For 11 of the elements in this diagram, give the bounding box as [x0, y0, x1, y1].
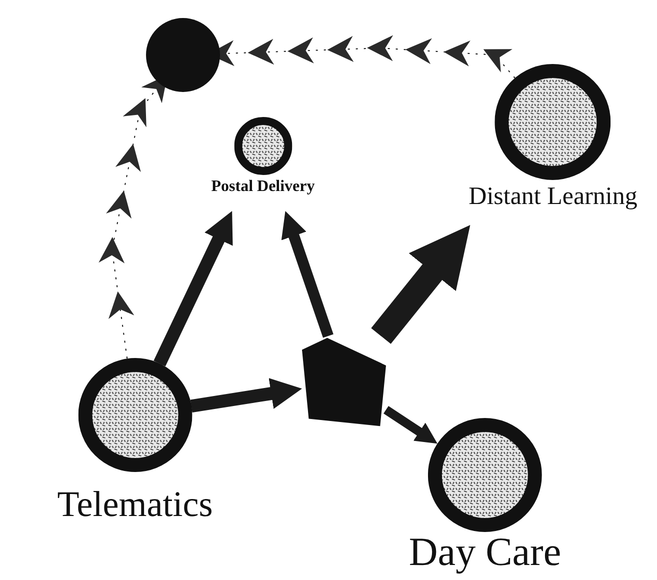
arrow	[98, 80, 165, 360]
node-label: Distant Learning	[468, 184, 638, 209]
node-label: Telematics	[57, 486, 213, 522]
node-label: Day Care	[408, 532, 562, 572]
node-label: Postal Delivery	[211, 179, 315, 195]
arrow	[371, 225, 470, 344]
arrow	[220, 35, 516, 79]
arrow	[190, 378, 302, 413]
arrow	[154, 211, 233, 366]
arrow	[384, 406, 438, 444]
arrow	[281, 211, 334, 338]
